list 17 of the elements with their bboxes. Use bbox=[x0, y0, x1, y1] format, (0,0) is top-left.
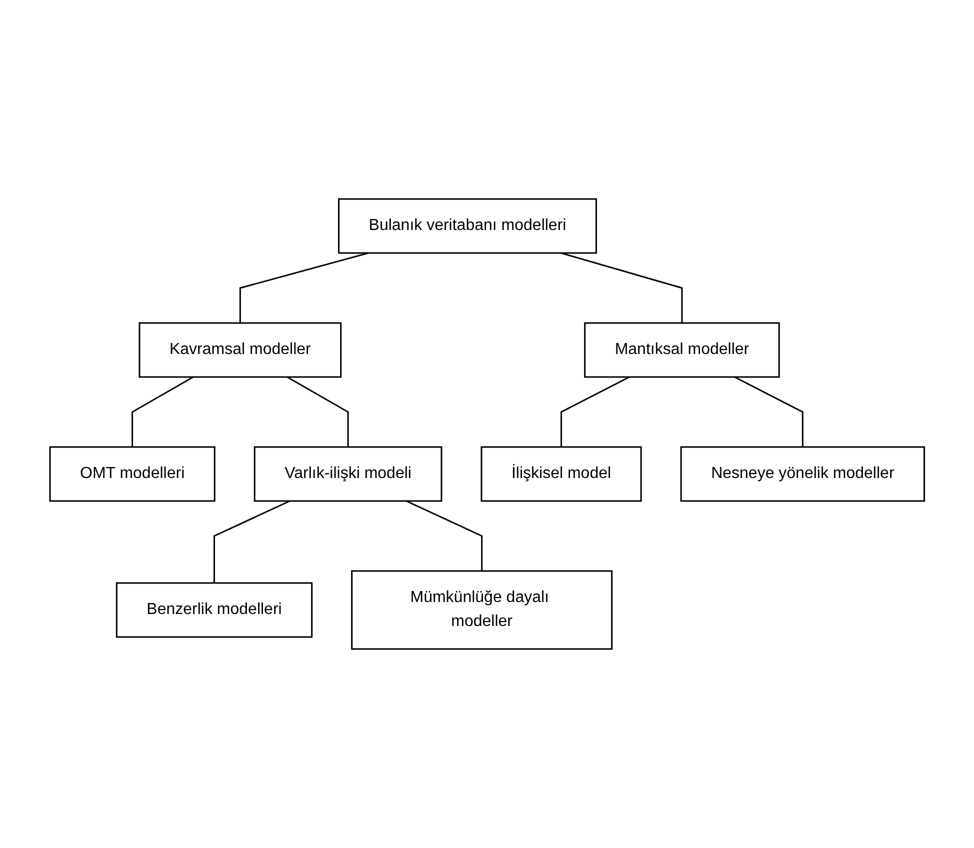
node-box: Varlık-ilişki modeli bbox=[254, 446, 442, 502]
node-box: Kavramsal modeller bbox=[138, 322, 342, 378]
node-box: OMT modelleri bbox=[49, 446, 216, 502]
connector bbox=[131, 376, 194, 447]
connector bbox=[734, 376, 804, 447]
connector bbox=[213, 500, 290, 583]
node-box: Nesneye yönelik modeller bbox=[680, 446, 925, 502]
node-box: İlişkisel model bbox=[480, 446, 642, 502]
connector bbox=[239, 252, 369, 323]
node-box: Bulanık veritabanı modelleri bbox=[338, 198, 597, 254]
connector bbox=[560, 252, 683, 323]
node-box: Mantıksal modeller bbox=[584, 322, 780, 378]
connector bbox=[406, 500, 482, 571]
node-box: Mümkünlüğe dayalı modeller bbox=[350, 570, 612, 650]
node-box: Benzerlik modelleri bbox=[116, 582, 312, 638]
connector bbox=[286, 376, 349, 447]
connector bbox=[560, 376, 630, 447]
